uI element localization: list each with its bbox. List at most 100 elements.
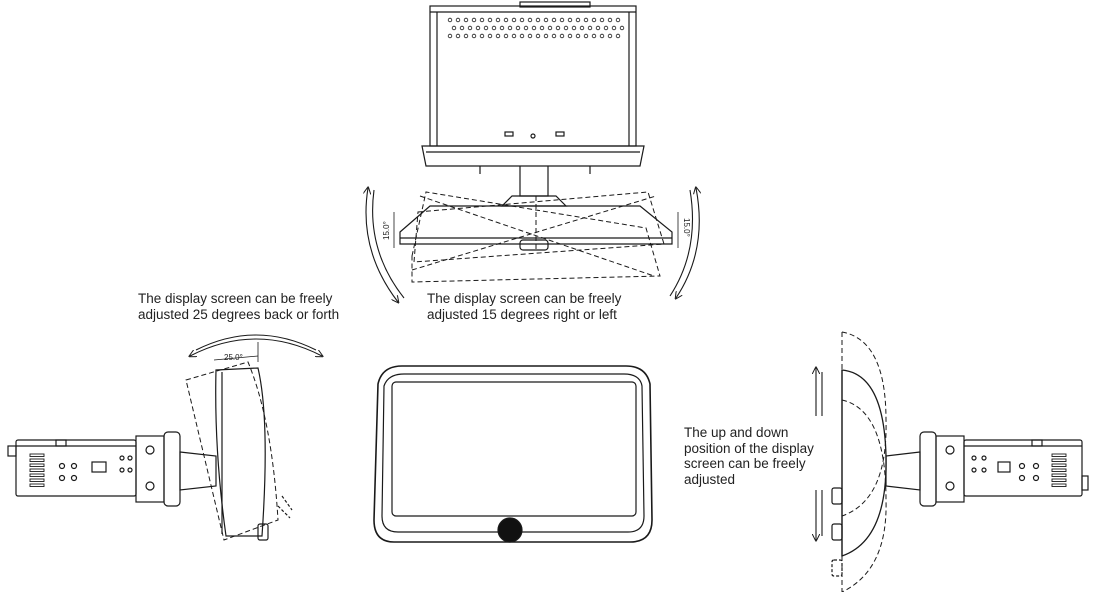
vent-hole <box>471 33 477 39</box>
vent-slot <box>29 463 45 467</box>
front-view-screen <box>373 365 653 543</box>
vent-hole <box>607 33 613 39</box>
vent-slot <box>29 478 45 482</box>
vent-hole <box>575 33 581 39</box>
vent-hole <box>579 25 585 31</box>
swivel-screen-top-view <box>393 191 679 283</box>
vent-slot <box>1051 458 1067 462</box>
vent-hole <box>547 25 553 31</box>
right-height-screen <box>831 331 887 592</box>
vent-hole <box>479 17 485 23</box>
vent-hole <box>511 17 517 23</box>
vent-hole <box>559 33 565 39</box>
vent-hole <box>527 33 533 39</box>
vent-hole <box>455 17 461 23</box>
vent-hole <box>519 33 525 39</box>
vent-slot <box>1051 478 1067 482</box>
top-view-head-unit <box>421 1 645 197</box>
vent-hole <box>459 25 465 31</box>
tilt-caption: The display screen can be freely adjuste… <box>138 291 339 322</box>
vent-hole <box>567 33 573 39</box>
home-button-icon <box>497 517 523 543</box>
tilt-arrow <box>190 338 322 356</box>
left-side-head-unit <box>7 431 217 507</box>
vent-hole <box>471 17 477 23</box>
vent-hole <box>447 17 453 23</box>
vent-hole <box>527 17 533 23</box>
swivel-left-label: 15.0° <box>382 221 391 240</box>
tilt-angle-label: 25.0° <box>224 353 243 362</box>
vent-hole <box>543 33 549 39</box>
swivel-caption-line: The display screen can be freely <box>427 291 622 306</box>
vent-hole <box>495 17 501 23</box>
vent-hole <box>515 25 521 31</box>
vent-hole <box>483 25 489 31</box>
swivel-caption-line: adjusted 15 degrees right or left <box>427 306 617 322</box>
vent-hole <box>447 33 453 39</box>
vent-hole <box>615 17 621 23</box>
vent-hole <box>539 25 545 31</box>
vent-hole <box>571 25 577 31</box>
vent-hole <box>575 17 581 23</box>
vent-slot <box>1051 483 1067 487</box>
tilt-caption-line: adjusted 25 degrees back or forth <box>138 306 340 322</box>
vent-slot <box>1051 463 1067 467</box>
right-side-head-unit <box>885 431 1089 507</box>
vent-hole <box>487 33 493 39</box>
vent-hole <box>463 33 469 39</box>
vent-hole <box>543 17 549 23</box>
vent-hole <box>559 17 565 23</box>
height-caption-line: position of the display <box>684 440 814 456</box>
vent-hole <box>499 25 505 31</box>
vent-slot <box>29 468 45 472</box>
vent-hole <box>603 25 609 31</box>
vent-hole <box>551 33 557 39</box>
tilt-caption-line: The display screen can be freely <box>138 291 333 306</box>
swivel-arrow-right <box>676 188 699 298</box>
vent-hole <box>475 25 481 31</box>
vent-hole <box>507 25 513 31</box>
vent-hole <box>479 33 485 39</box>
swivel-caption: The display screen can be freely adjuste… <box>427 291 621 322</box>
vent-slot <box>29 453 45 457</box>
vent-slot <box>1051 453 1067 457</box>
height-caption-line: The up and down <box>684 425 789 440</box>
vent-hole <box>615 33 621 39</box>
vent-hole <box>595 25 601 31</box>
vent-hole <box>451 25 457 31</box>
vent-hole <box>503 33 509 39</box>
vent-hole <box>583 33 589 39</box>
vent-hole <box>587 25 593 31</box>
vent-hole <box>503 17 509 23</box>
vent-slot <box>1051 468 1067 472</box>
vent-hole <box>551 17 557 23</box>
vent-hole <box>455 33 461 39</box>
vent-hole <box>495 33 501 39</box>
vent-hole <box>535 17 541 23</box>
vent-hole <box>599 17 605 23</box>
vent-hole <box>511 33 517 39</box>
vent-hole <box>531 25 537 31</box>
vent-hole <box>567 17 573 23</box>
vent-hole <box>555 25 561 31</box>
vent-holes <box>447 17 625 39</box>
swivel-arrow-left <box>366 188 398 302</box>
vent-hole <box>591 33 597 39</box>
vent-hole <box>523 25 529 31</box>
vent-hole <box>463 17 469 23</box>
vent-hole <box>563 25 569 31</box>
height-caption-line: adjusted <box>684 471 736 487</box>
vent-slot <box>29 473 45 477</box>
vent-slot <box>29 458 45 462</box>
height-caption-line: screen can be freely <box>684 456 806 471</box>
vent-hole <box>487 17 493 23</box>
vent-hole <box>583 17 589 23</box>
vent-hole <box>619 25 625 31</box>
vent-hole <box>467 25 473 31</box>
vent-slot <box>29 483 45 487</box>
vent-hole <box>611 25 617 31</box>
vent-hole <box>519 17 525 23</box>
swivel-right-label: 15.0° <box>682 218 691 237</box>
height-caption: The up and down position of the display … <box>684 425 814 487</box>
